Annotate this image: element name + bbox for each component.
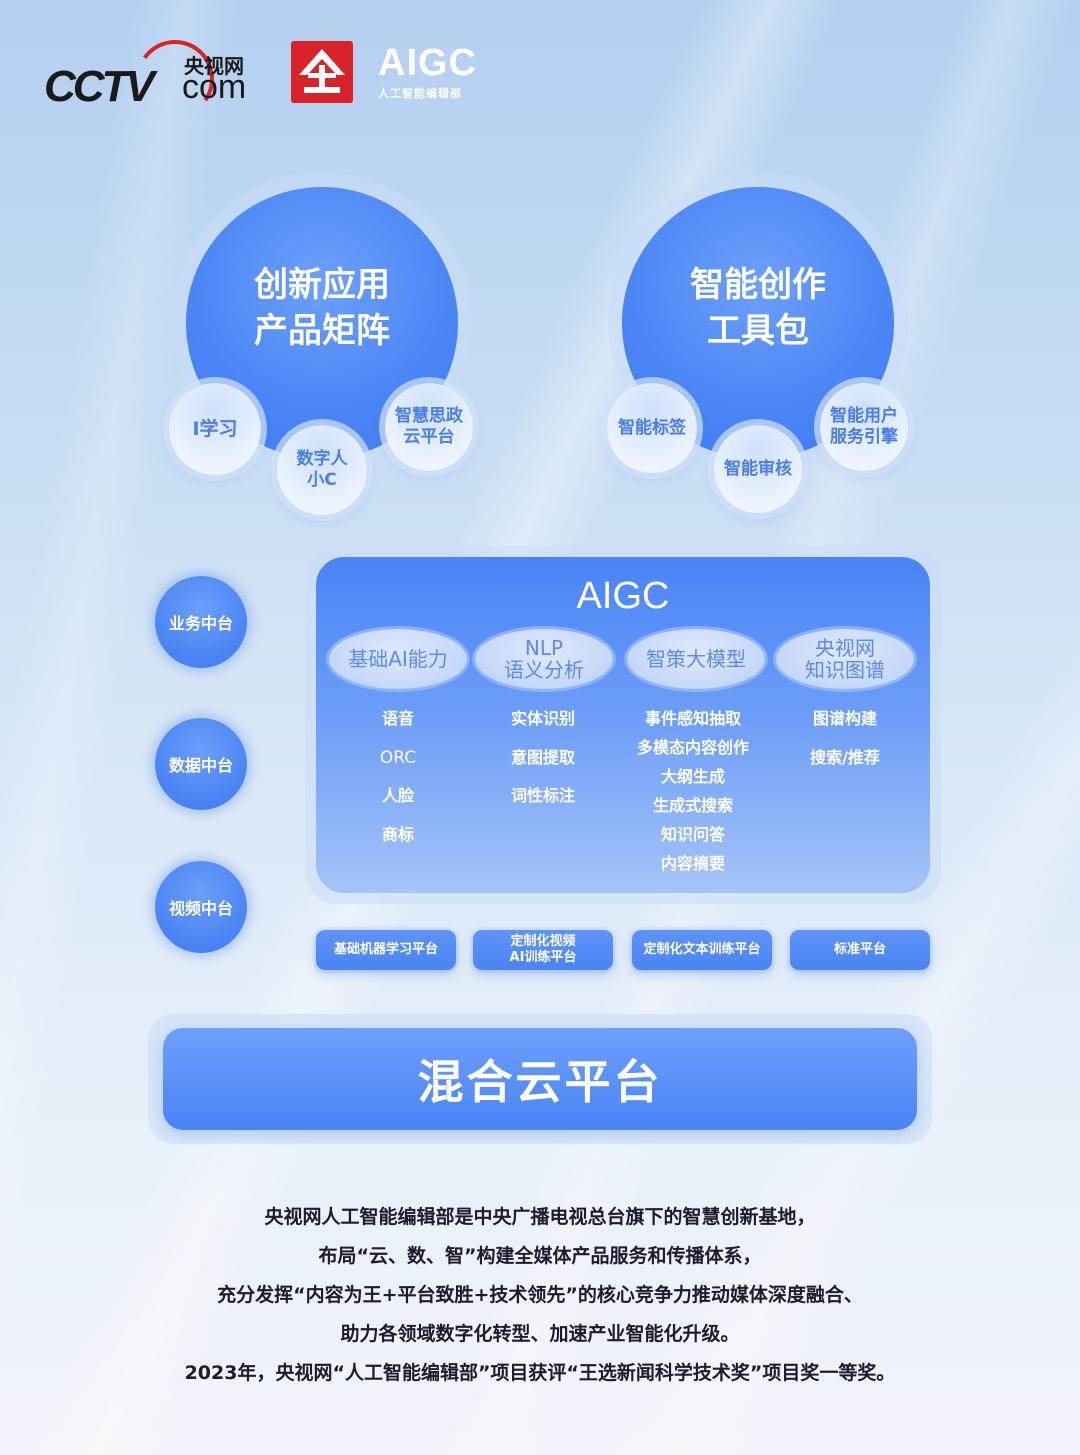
description-line: 助力各领域数字化转型、加速产业智能化升级。	[340, 1323, 740, 1345]
category-label: 知识图谱	[805, 658, 885, 682]
aigc-logo-subtitle: 人工智能编辑部	[378, 87, 462, 100]
tool-label: 智能审核	[724, 458, 792, 479]
side-platform-video[interactable]: 视频中台	[155, 861, 247, 953]
hybrid-cloud-platform[interactable]: 混合云平台	[163, 1028, 917, 1130]
module-title-line: 创新应用	[254, 265, 390, 305]
tool-smart-review[interactable]: 智能审核	[714, 425, 802, 513]
basic-ai-list: 语音 ORC 人脸 商标	[323, 707, 473, 861]
side-platform-label: 视频中台	[168, 899, 233, 918]
description-line: 央视网人工智能编辑部是中央广播电视总台旗下的智慧创新基地，	[264, 1206, 816, 1228]
module-title-line: 智能创作	[690, 265, 826, 305]
capability-item: 内容摘要	[660, 854, 725, 873]
tool-label: 智能用户	[830, 406, 898, 426]
capability-item: 词性标注	[510, 786, 575, 805]
hybrid-cloud-label: 混合云平台	[417, 1055, 663, 1109]
capability-item: 语音	[381, 709, 414, 728]
capability-item: 知识问答	[660, 825, 725, 844]
tool-smart-tagging[interactable]: 智能标签	[607, 383, 697, 473]
aigc-logo-title: AIGC	[378, 42, 477, 84]
nlp-list: 实体识别 意图提取 词性标注	[468, 707, 618, 823]
module-title-line: 产品矩阵	[254, 311, 390, 351]
category-knowledge-graph[interactable]: 央视网 知识图谱	[776, 629, 914, 689]
platform-label: 定制化视频	[510, 934, 576, 949]
tool-label: 智能标签	[618, 417, 686, 438]
cctv-logo: CCTV 央视网 com	[44, 33, 249, 125]
tool-label: 服务引擎	[830, 427, 898, 447]
product-smart-civics[interactable]: 智慧思政 云平台	[385, 383, 473, 471]
side-platform-label: 业务中台	[168, 614, 233, 633]
large-model-list: 事件感知抽取 多模态内容创作 大纲生成 生成式搜索 知识问答 内容摘要	[618, 707, 768, 881]
capability-item: 图谱构建	[812, 709, 877, 728]
platform-custom-video-ai[interactable]: 定制化视频 AI训练平台	[473, 930, 613, 970]
platform-basic-ml[interactable]: 基础机器学习平台	[316, 930, 456, 970]
ai-editorial-badge-icon	[291, 41, 353, 103]
platform-label: 标准平台	[833, 942, 886, 957]
capability-item: 搜索/推荐	[810, 747, 880, 767]
description: 央视网人工智能编辑部是中央广播电视总台旗下的智慧创新基地， 布局“云、数、智”构…	[0, 1198, 1080, 1393]
capability-item: 多模态内容创作	[636, 738, 749, 757]
platform-label: 基础机器学习平台	[333, 942, 438, 957]
category-label: 央视网	[815, 636, 875, 660]
side-platform-business[interactable]: 业务中台	[155, 576, 247, 668]
product-ilearn[interactable]: I学习	[169, 383, 261, 475]
description-line: 2023年，央视网“人工智能编辑部”项目获评“王选新闻科学技术奖”项目奖一等奖。	[184, 1362, 896, 1384]
capability-item: 大纲生成	[660, 767, 725, 786]
description-line: 布局“云、数、智”构建全媒体产品服务和传播体系，	[318, 1245, 762, 1267]
capability-item: 实体识别	[510, 709, 575, 728]
platform-label: AI训练平台	[509, 950, 577, 965]
aigc-panel-title: AIGC	[576, 575, 670, 617]
product-label: 数字人	[296, 449, 348, 469]
platform-standard[interactable]: 标准平台	[790, 930, 930, 970]
product-label: 云平台	[403, 427, 455, 447]
platform-label: 定制化文本训练平台	[643, 942, 761, 957]
capability-item: 生成式搜索	[652, 796, 733, 815]
side-platform-label: 数据中台	[168, 756, 233, 775]
capability-item: 商标	[381, 824, 414, 844]
product-digital-human[interactable]: 数字人 小C	[277, 425, 367, 515]
category-label: 智策大模型	[646, 647, 746, 671]
category-basic-ai[interactable]: 基础AI能力	[329, 629, 467, 689]
category-label: NLP	[524, 636, 564, 660]
aigc-panel: AIGC 基础AI能力 NLP 语义分析 智策大模型 央视网 知识图谱 语音 O…	[316, 557, 930, 893]
side-platform-data[interactable]: 数据中台	[155, 718, 247, 810]
capability-item: 意图提取	[510, 747, 575, 767]
capability-item: 人脸	[381, 786, 414, 805]
capability-item: 事件感知抽取	[644, 709, 741, 728]
category-label: 基础AI能力	[348, 647, 448, 671]
module-title-line: 工具包	[707, 311, 809, 351]
product-label: 小C	[307, 470, 337, 490]
category-nlp[interactable]: NLP 语义分析	[475, 629, 613, 689]
description-line: 充分发挥“内容为王+平台致胜+技术领先”的核心竞争力推动媒体深度融合、	[217, 1284, 863, 1306]
knowledge-graph-list: 图谱构建 搜索/推荐	[770, 707, 920, 784]
tool-user-service-engine[interactable]: 智能用户 服务引擎	[820, 383, 908, 471]
cctv-wordmark: CCTV	[44, 62, 155, 111]
cctv-domain: com	[182, 68, 247, 106]
category-large-model[interactable]: 智策大模型	[627, 629, 765, 689]
capability-item: ORC	[379, 747, 417, 768]
product-label: I学习	[192, 417, 238, 440]
platform-custom-text[interactable]: 定制化文本训练平台	[632, 930, 772, 970]
cctv-cn-name: 央视网	[184, 54, 244, 78]
category-label: 语义分析	[504, 658, 584, 682]
product-label: 智慧思政	[395, 406, 463, 426]
